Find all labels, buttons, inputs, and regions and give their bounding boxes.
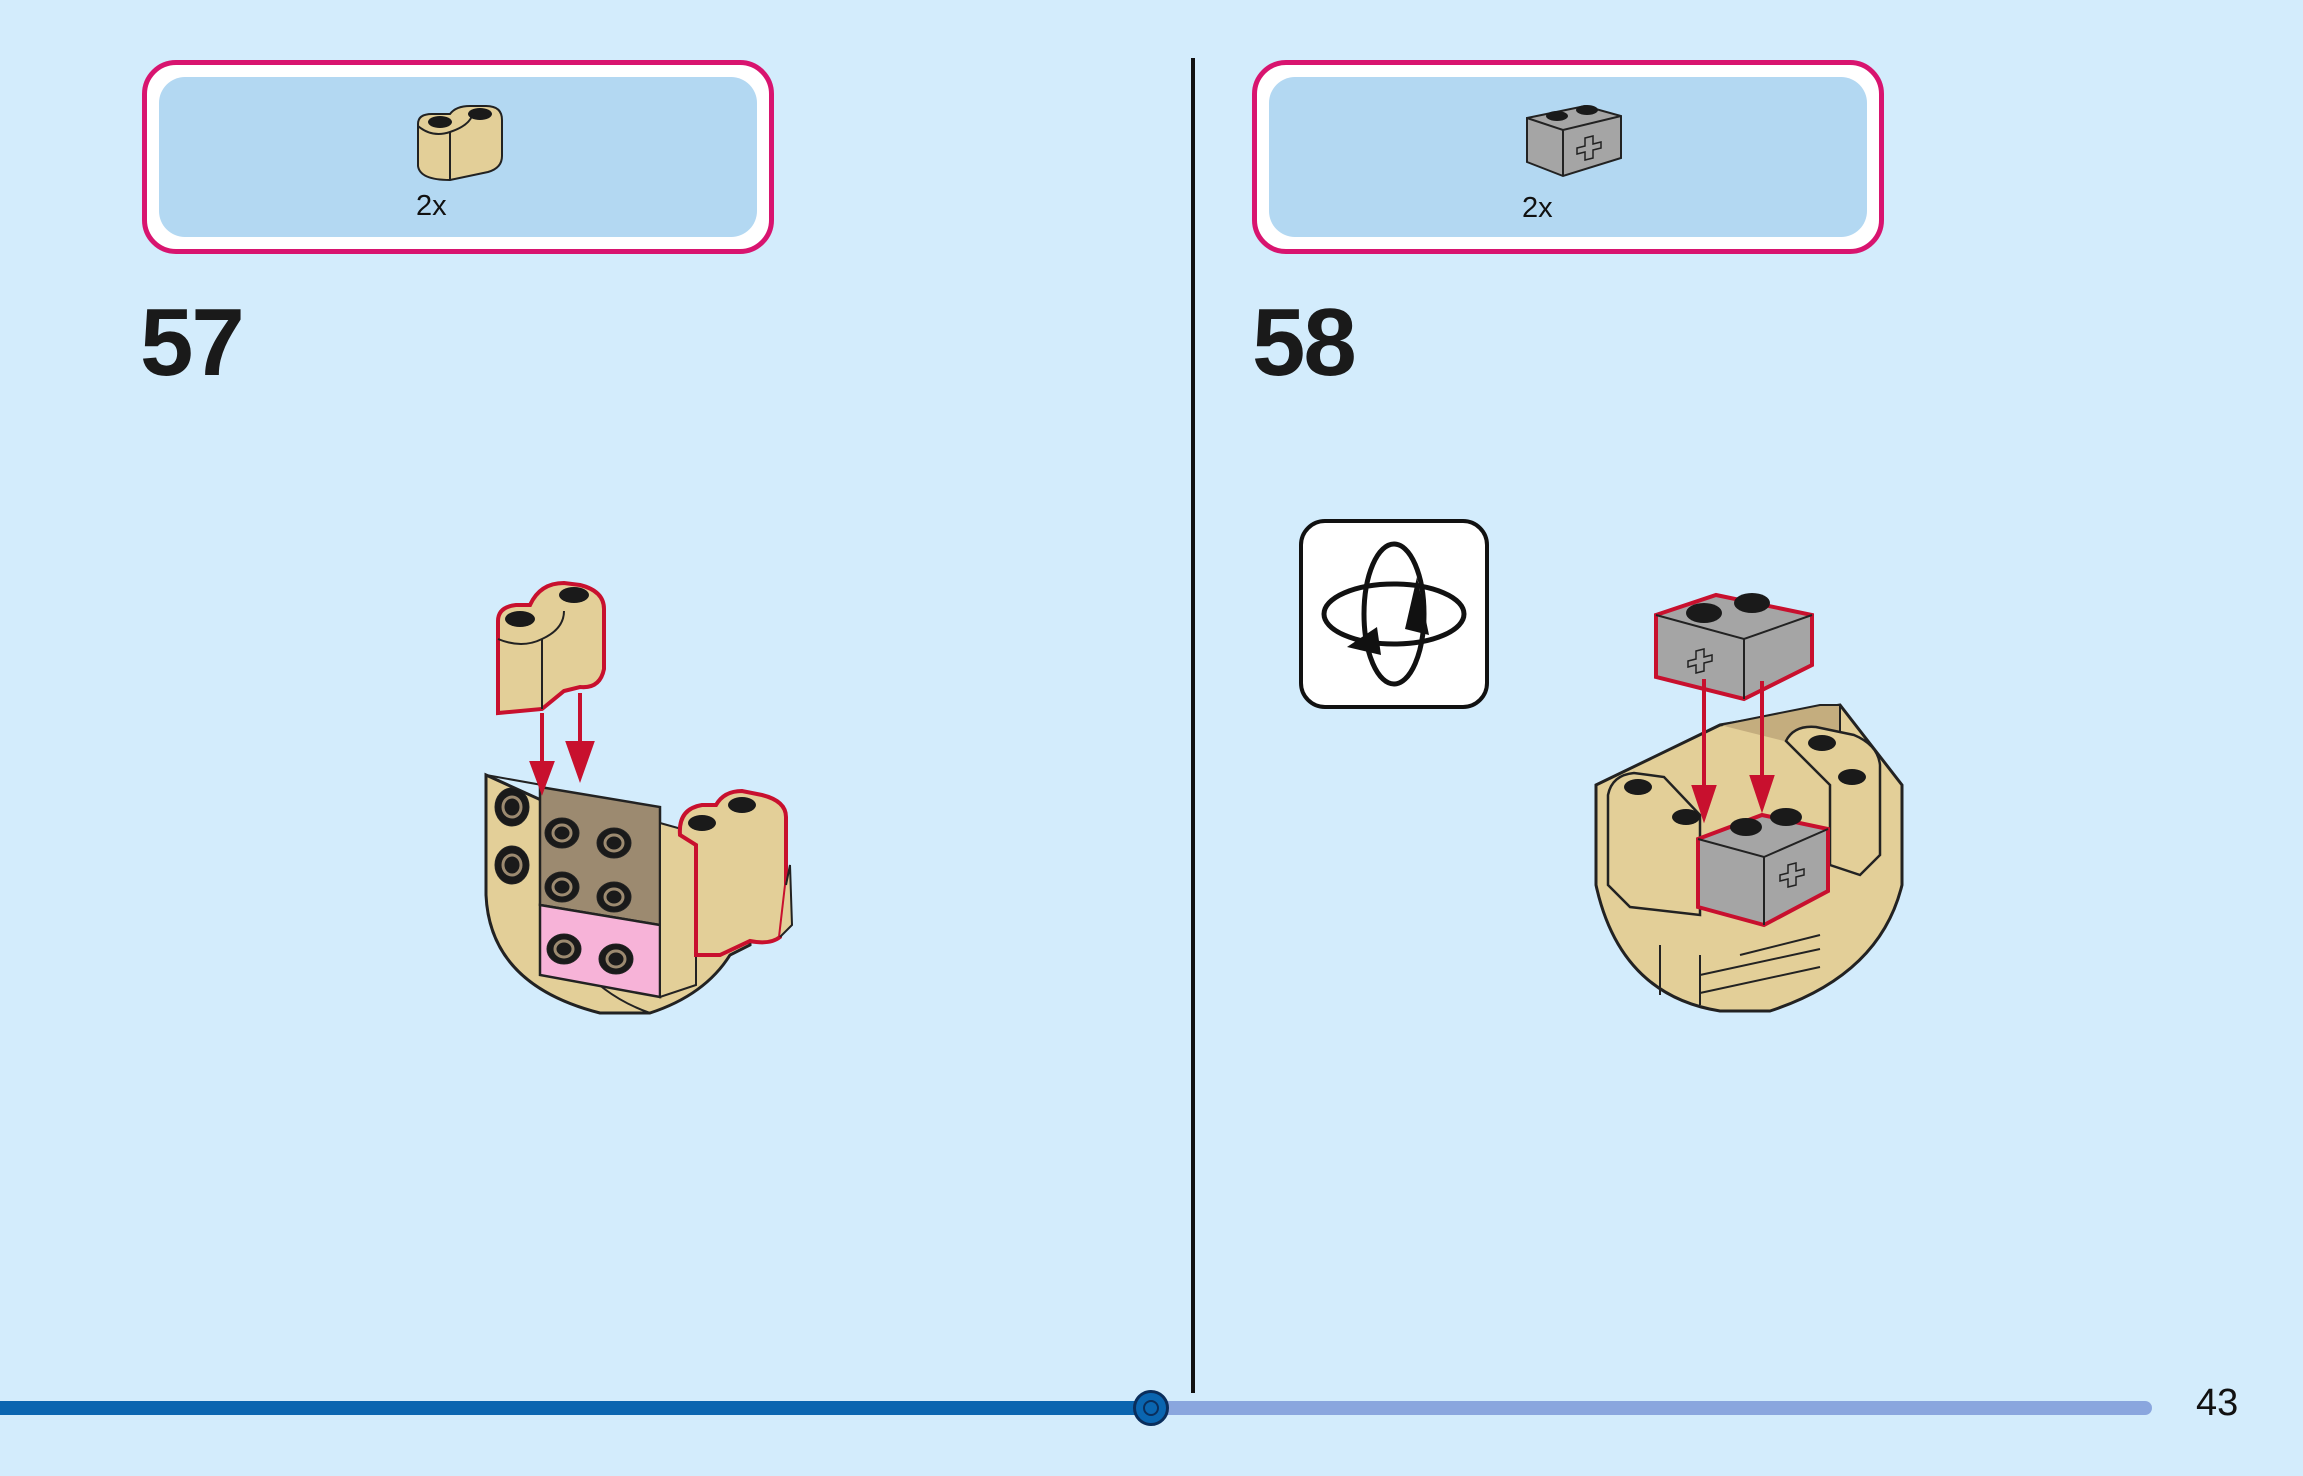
progress-fill bbox=[0, 1401, 1152, 1415]
step-number: 57 bbox=[140, 289, 245, 396]
progress-marker bbox=[1133, 1390, 1170, 1426]
step-number: 58 bbox=[1252, 289, 1357, 396]
part-quantity: 2x bbox=[1522, 192, 1553, 224]
step-57-panel: 2x 57 bbox=[0, 0, 1190, 1400]
step-57-model-illustration bbox=[484, 580, 794, 1015]
step-58-panel: 2x 58 bbox=[1193, 0, 2303, 1400]
rotate-model-indicator bbox=[1299, 519, 1489, 709]
page-number: 43 bbox=[2196, 1382, 2239, 1424]
rotate-model-icon bbox=[1321, 541, 1467, 687]
step-58-model-illustration bbox=[1594, 592, 1904, 1013]
grey-technic-brick-icon bbox=[1526, 104, 1622, 178]
parts-list-callout bbox=[142, 60, 774, 254]
part-quantity: 2x bbox=[416, 190, 447, 222]
step-divider bbox=[1191, 58, 1195, 1393]
tan-curved-brick-icon bbox=[417, 105, 503, 182]
